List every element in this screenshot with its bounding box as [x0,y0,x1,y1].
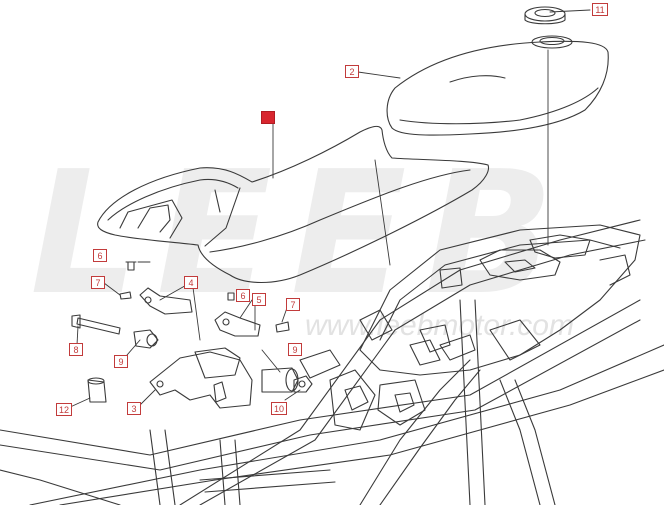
callout-7b: 7 [286,298,300,311]
callout-10: 10 [271,402,287,415]
callout-5: 5 [252,293,266,306]
callout-6a: 6 [93,249,107,262]
callout-9b: 9 [288,343,302,356]
callout-1: 1 [261,111,275,124]
callout-6b: 6 [236,289,250,302]
callout-11: 11 [592,3,608,16]
callout-7a: 7 [91,276,105,289]
passenger-seat [386,35,609,136]
watermark-url: www.leebmotor.com [305,309,574,342]
grommet-part [524,6,566,25]
callout-9a: 9 [114,355,128,368]
rear-frame [0,219,664,506]
callout-8: 8 [69,343,83,356]
tail-section [359,224,641,376]
callout-2: 2 [345,65,359,78]
callout-4: 4 [184,276,198,289]
callout-12: 12 [56,403,72,416]
leeb-watermark: LEEB www.leebmotor.com [30,135,574,342]
callout-3: 3 [127,402,141,415]
rider-seat [97,125,490,283]
mounting-hardware [71,261,313,409]
